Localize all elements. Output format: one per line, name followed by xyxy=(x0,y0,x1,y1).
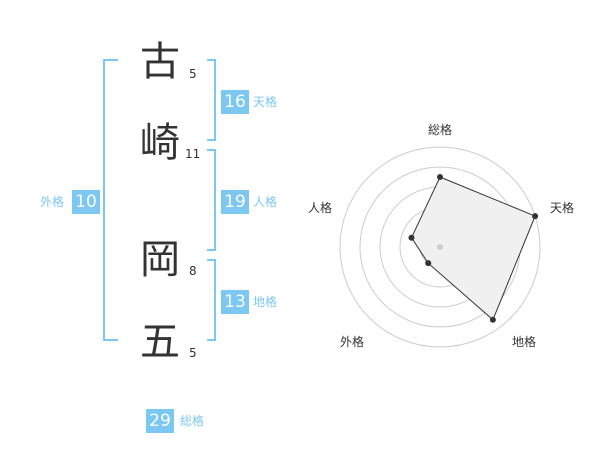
radar-point-5 xyxy=(408,234,415,241)
radar-center-dot xyxy=(437,244,443,250)
tenkaku-score: 16 xyxy=(221,90,249,114)
radar-axis-label-soukaku: 総格 xyxy=(427,123,452,137)
soukaku-label: 総格 xyxy=(180,414,205,428)
stroke-count-3: 8 xyxy=(189,264,197,278)
gaikaku-score: 10 xyxy=(72,190,100,214)
chikaku-score: 13 xyxy=(221,290,249,314)
radar-axis-label-tenkaku: 天格 xyxy=(549,201,574,215)
tenkaku-label: 天格 xyxy=(253,95,278,109)
name-char-2: 崎 xyxy=(140,120,180,166)
chikaku-bracket xyxy=(207,259,216,341)
radar-axis-label-gaikaku: 外格 xyxy=(339,335,364,349)
jinkaku-label: 人格 xyxy=(253,195,278,209)
stroke-count-2: 11 xyxy=(185,147,201,161)
name-char-4: 五 xyxy=(140,319,180,365)
jinkaku-score: 19 xyxy=(221,190,249,214)
radar-ring-5 xyxy=(339,146,541,348)
radar-axis-label-chikaku: 地格 xyxy=(511,335,536,349)
stroke-count-4: 5 xyxy=(189,346,197,360)
tenkaku-bracket xyxy=(207,59,216,141)
radar-point-4 xyxy=(425,260,432,267)
radar-point-3 xyxy=(489,316,496,323)
name-char-3: 岡 xyxy=(140,237,180,283)
chikaku-label: 地格 xyxy=(253,295,278,309)
name-char-1: 古 xyxy=(140,39,180,85)
radar-axis-label-jinkaku: 人格 xyxy=(307,201,332,215)
soukaku-score: 29 xyxy=(146,409,174,433)
radar-point-1 xyxy=(437,174,443,180)
radar-value-polygon xyxy=(410,176,536,321)
gaikaku-bracket xyxy=(103,59,118,341)
gaikaku-label: 外格 xyxy=(40,195,65,209)
jinkaku-bracket xyxy=(207,149,216,251)
radar-point-2 xyxy=(532,213,539,220)
stroke-count-1: 5 xyxy=(189,67,197,81)
radar-points xyxy=(408,174,539,323)
